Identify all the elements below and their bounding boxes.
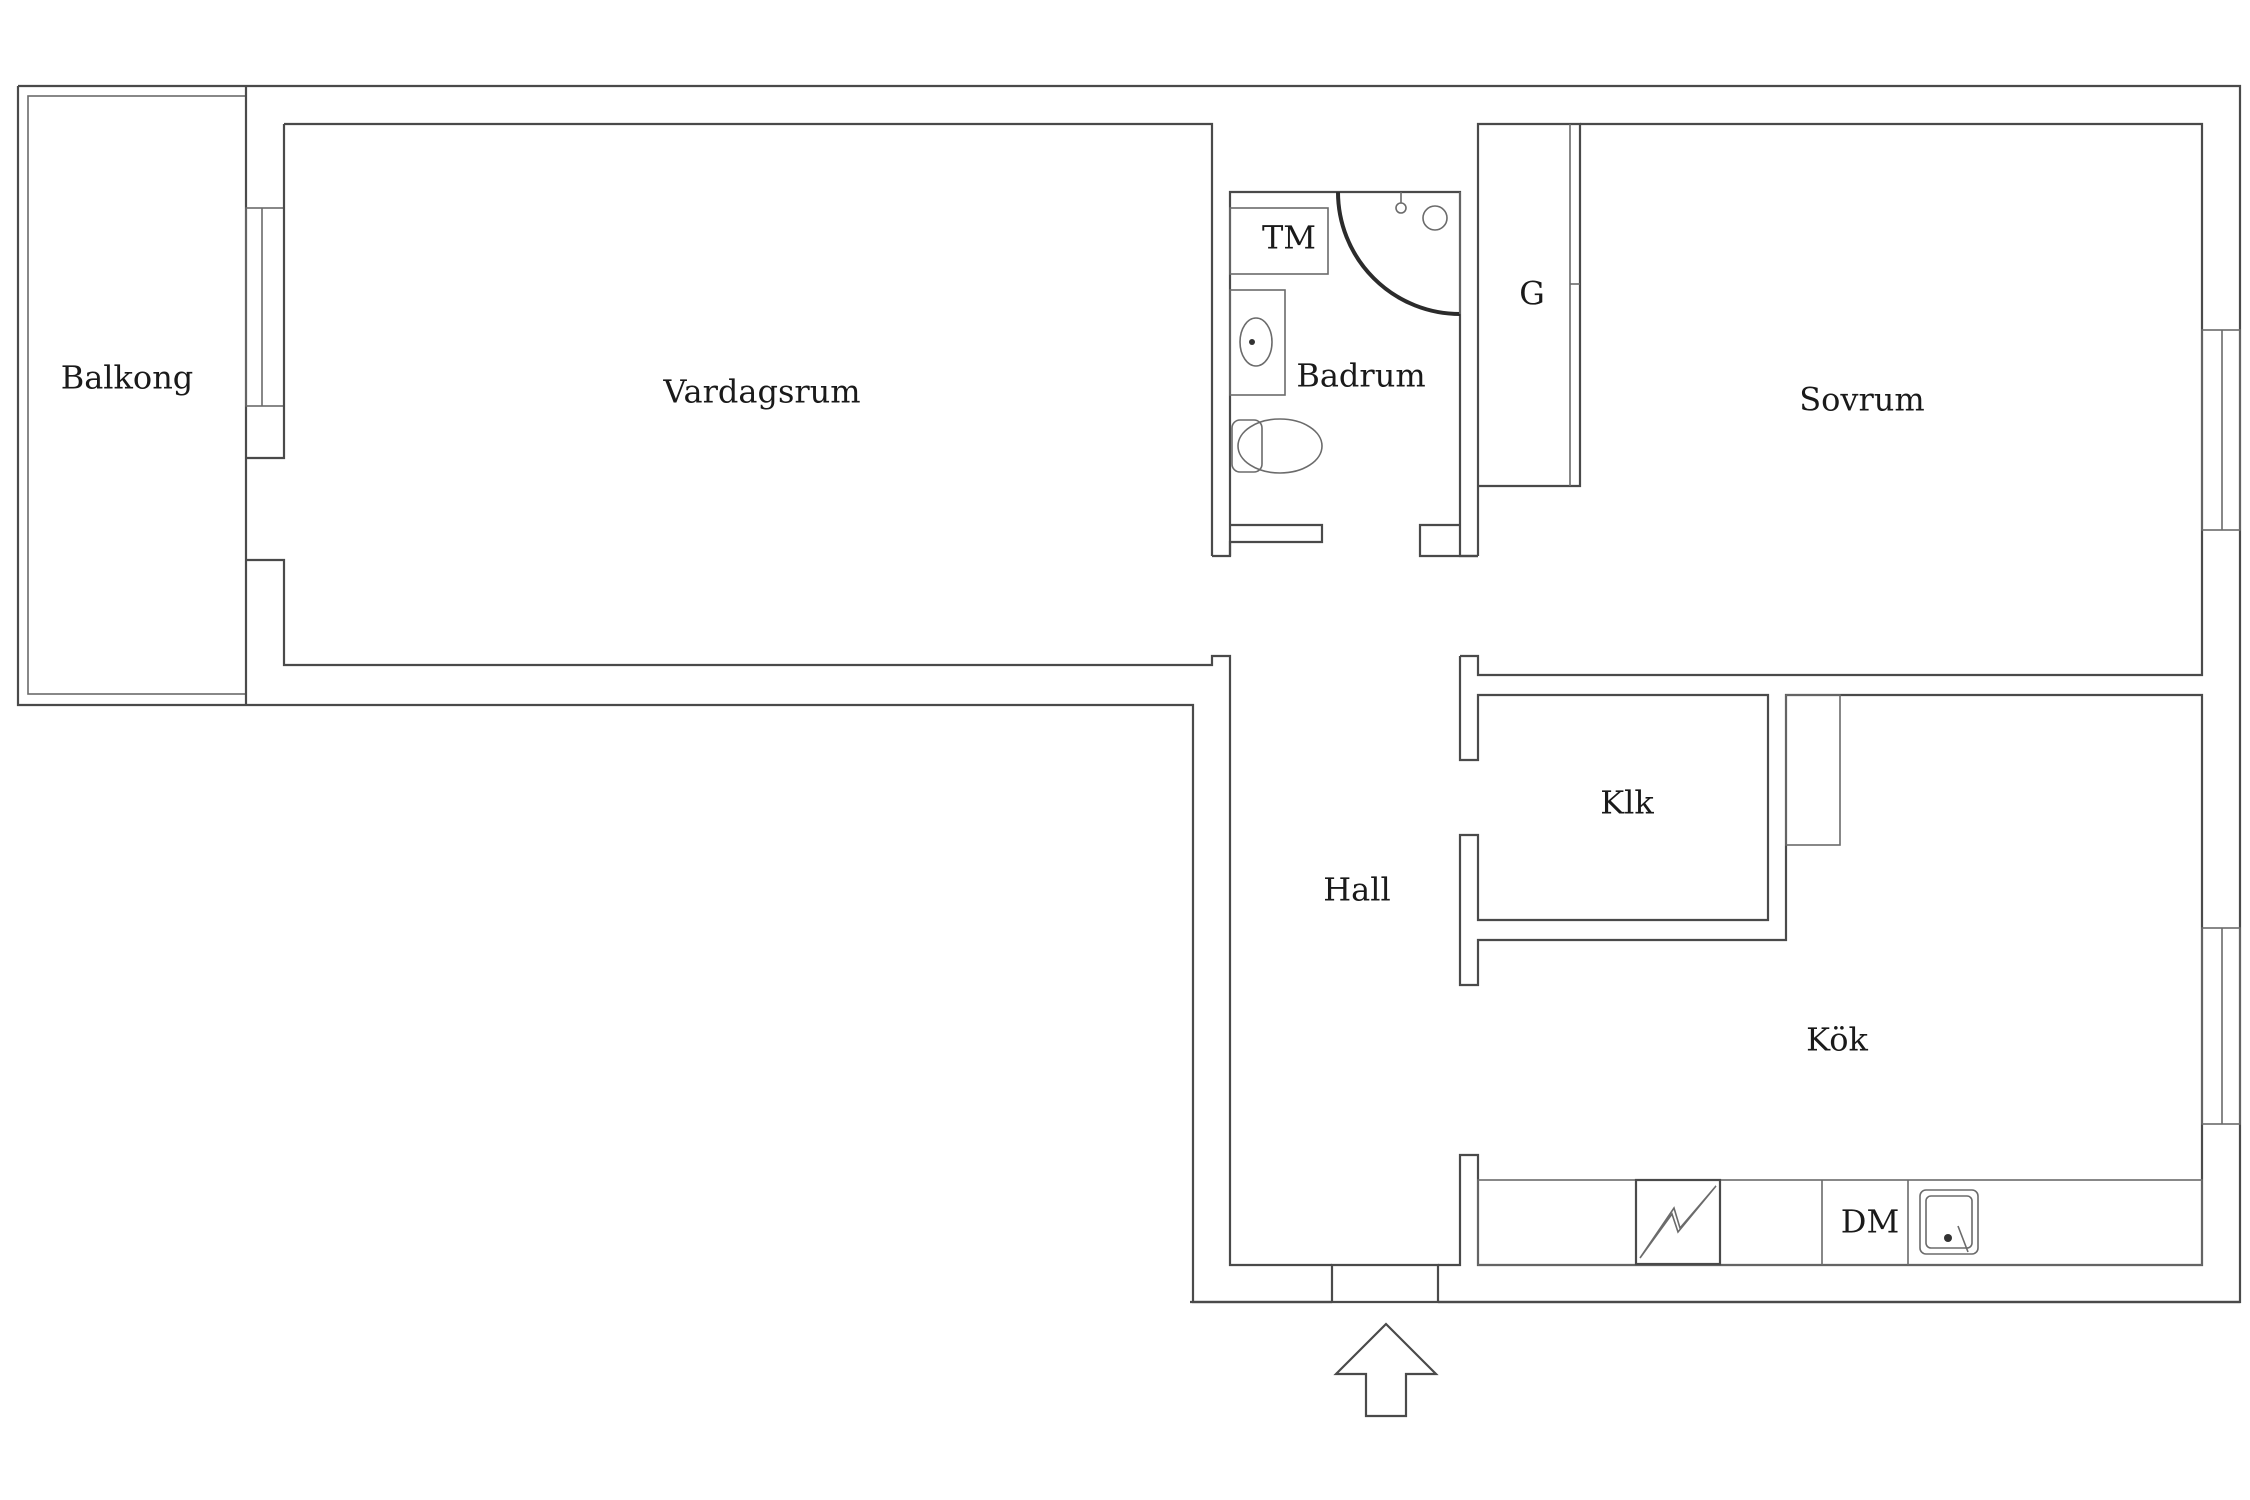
room-label-balkong: Balkong xyxy=(61,359,194,397)
washbasin-icon xyxy=(1239,317,1273,367)
bathroom xyxy=(1212,190,1478,558)
toilet-icon xyxy=(1231,418,1323,474)
closet-g xyxy=(1476,122,1582,556)
washbasin-box xyxy=(1229,289,1286,396)
stove-icon xyxy=(1634,1178,1722,1266)
inner-walls xyxy=(1438,656,2241,1267)
room-label-hall: Hall xyxy=(1323,871,1390,909)
bedroom xyxy=(1460,122,2241,677)
shower-icon xyxy=(1336,191,1461,316)
room-label-vardagsrum: Vardagsrum xyxy=(662,373,860,411)
kitchen-sink-icon xyxy=(1919,1189,1979,1255)
balcony xyxy=(27,86,285,705)
entrance-arrow-icon xyxy=(1333,1322,1439,1418)
room-label-klk: Klk xyxy=(1600,784,1654,822)
kitchen-counter xyxy=(1477,1178,2203,1266)
room-label-kok: Kök xyxy=(1806,1021,1868,1059)
room-label-badrum: Badrum xyxy=(1296,357,1425,395)
fixture-label-tm: TM xyxy=(1262,219,1316,257)
washing-machine-box xyxy=(1229,207,1329,275)
fixture-label-dm: DM xyxy=(1841,1203,1899,1241)
outer-walls xyxy=(16,84,2242,1304)
kitchen-cabinet xyxy=(1785,694,1841,846)
room-label-sovrum: Sovrum xyxy=(1799,381,1925,419)
living-room xyxy=(246,122,1332,1267)
room-label-g: G xyxy=(1519,275,1545,313)
